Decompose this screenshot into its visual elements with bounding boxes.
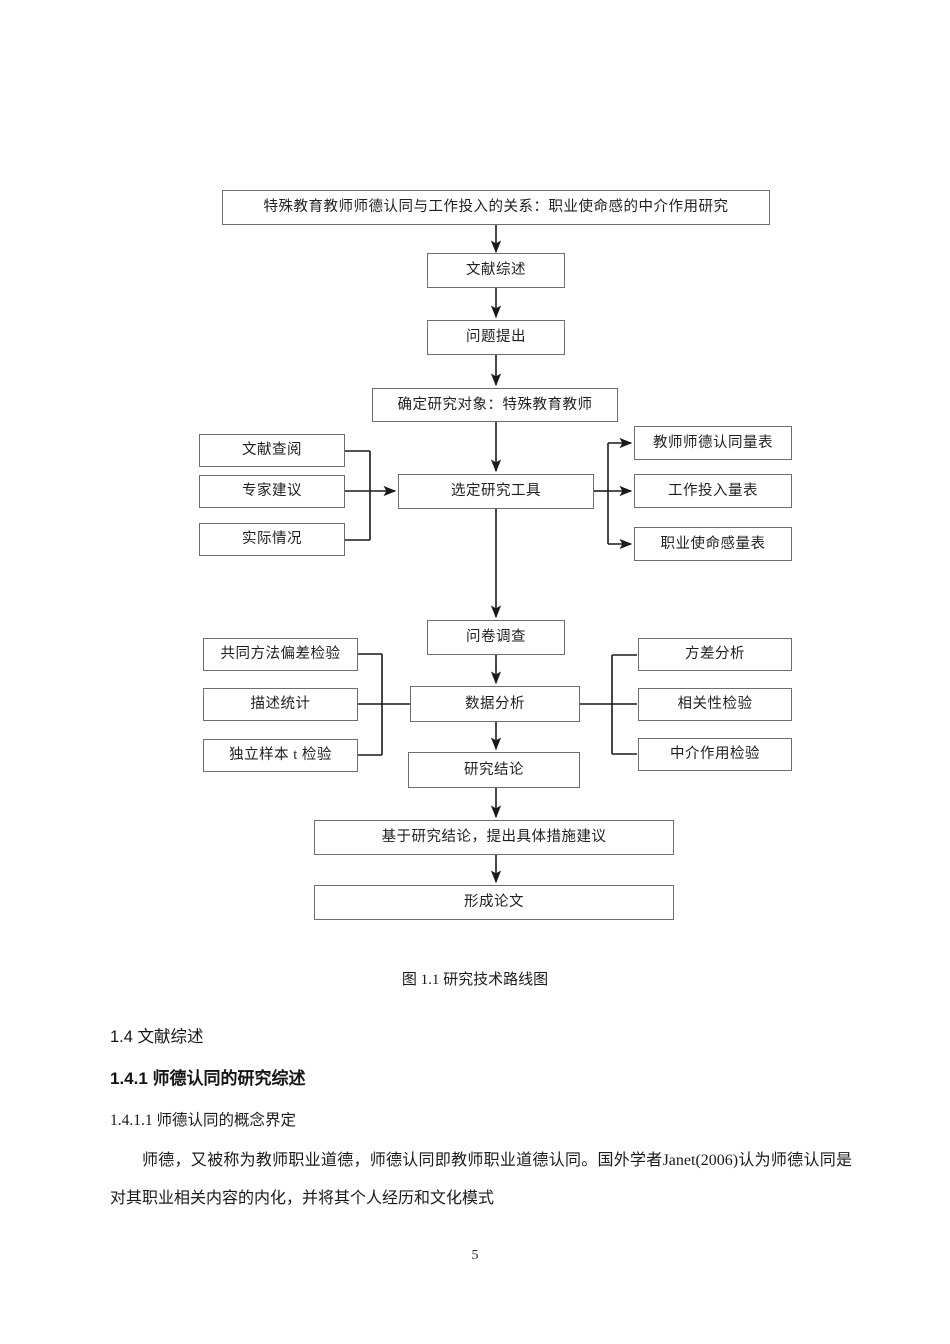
- flow-node-mediation-test: 中介作用检验: [638, 738, 792, 771]
- flow-node-scale-career-calling: 职业使命感量表: [634, 527, 792, 561]
- flow-node-problem-statement: 问题提出: [427, 320, 565, 355]
- flow-node-select-tools: 选定研究工具: [398, 474, 594, 509]
- flow-node-input-expert-advice: 专家建议: [199, 475, 345, 508]
- flow-node-anova: 方差分析: [638, 638, 792, 671]
- flow-node-form-thesis: 形成论文: [314, 885, 674, 920]
- body-paragraph: 师德，又被称为教师职业道德，师德认同即教师职业道德认同。国外学者Janet(20…: [110, 1152, 852, 1207]
- heading-1-4-1-1: 1.4.1.1 师德认同的概念界定: [110, 1112, 297, 1129]
- page-number: 5: [471, 1248, 479, 1263]
- flow-node-questionnaire: 问卷调查: [427, 620, 565, 655]
- flow-node-cmb-test: 共同方法偏差检验: [203, 638, 358, 671]
- flow-node-suggestions: 基于研究结论，提出具体措施建议: [314, 820, 674, 855]
- flow-node-input-literature-search: 文献查阅: [199, 434, 345, 467]
- flow-node-scale-teacher-ethics-identity: 教师师德认同量表: [634, 426, 792, 460]
- research-roadmap-flowchart: 特殊教育教师师德认同与工作投入的关系：职业使命感的中介作用研究 文献综述 问题提…: [199, 190, 792, 920]
- flow-node-determine-subject: 确定研究对象：特殊教育教师: [372, 388, 618, 422]
- heading-1-4: 1.4 文献综述: [110, 1028, 204, 1046]
- flow-node-descriptive-statistics: 描述统计: [203, 688, 358, 721]
- flowchart-connectors: [345, 225, 637, 884]
- flow-node-input-actual-situation: 实际情况: [199, 523, 345, 556]
- flow-node-title: 特殊教育教师师德认同与工作投入的关系：职业使命感的中介作用研究: [222, 190, 770, 225]
- flow-node-scale-work-engagement: 工作投入量表: [634, 474, 792, 508]
- heading-1-4-1: 1.4.1 师德认同的研究综述: [110, 1069, 306, 1088]
- flow-node-literature-review: 文献综述: [427, 253, 565, 288]
- figure-caption: 图 1.1 研究技术路线图: [401, 972, 549, 988]
- flow-node-data-analysis: 数据分析: [410, 686, 580, 722]
- flow-node-independent-t-test: 独立样本 t 检验: [203, 739, 358, 772]
- flow-node-research-conclusion: 研究结论: [408, 752, 580, 788]
- flow-node-correlation-test: 相关性检验: [638, 688, 792, 721]
